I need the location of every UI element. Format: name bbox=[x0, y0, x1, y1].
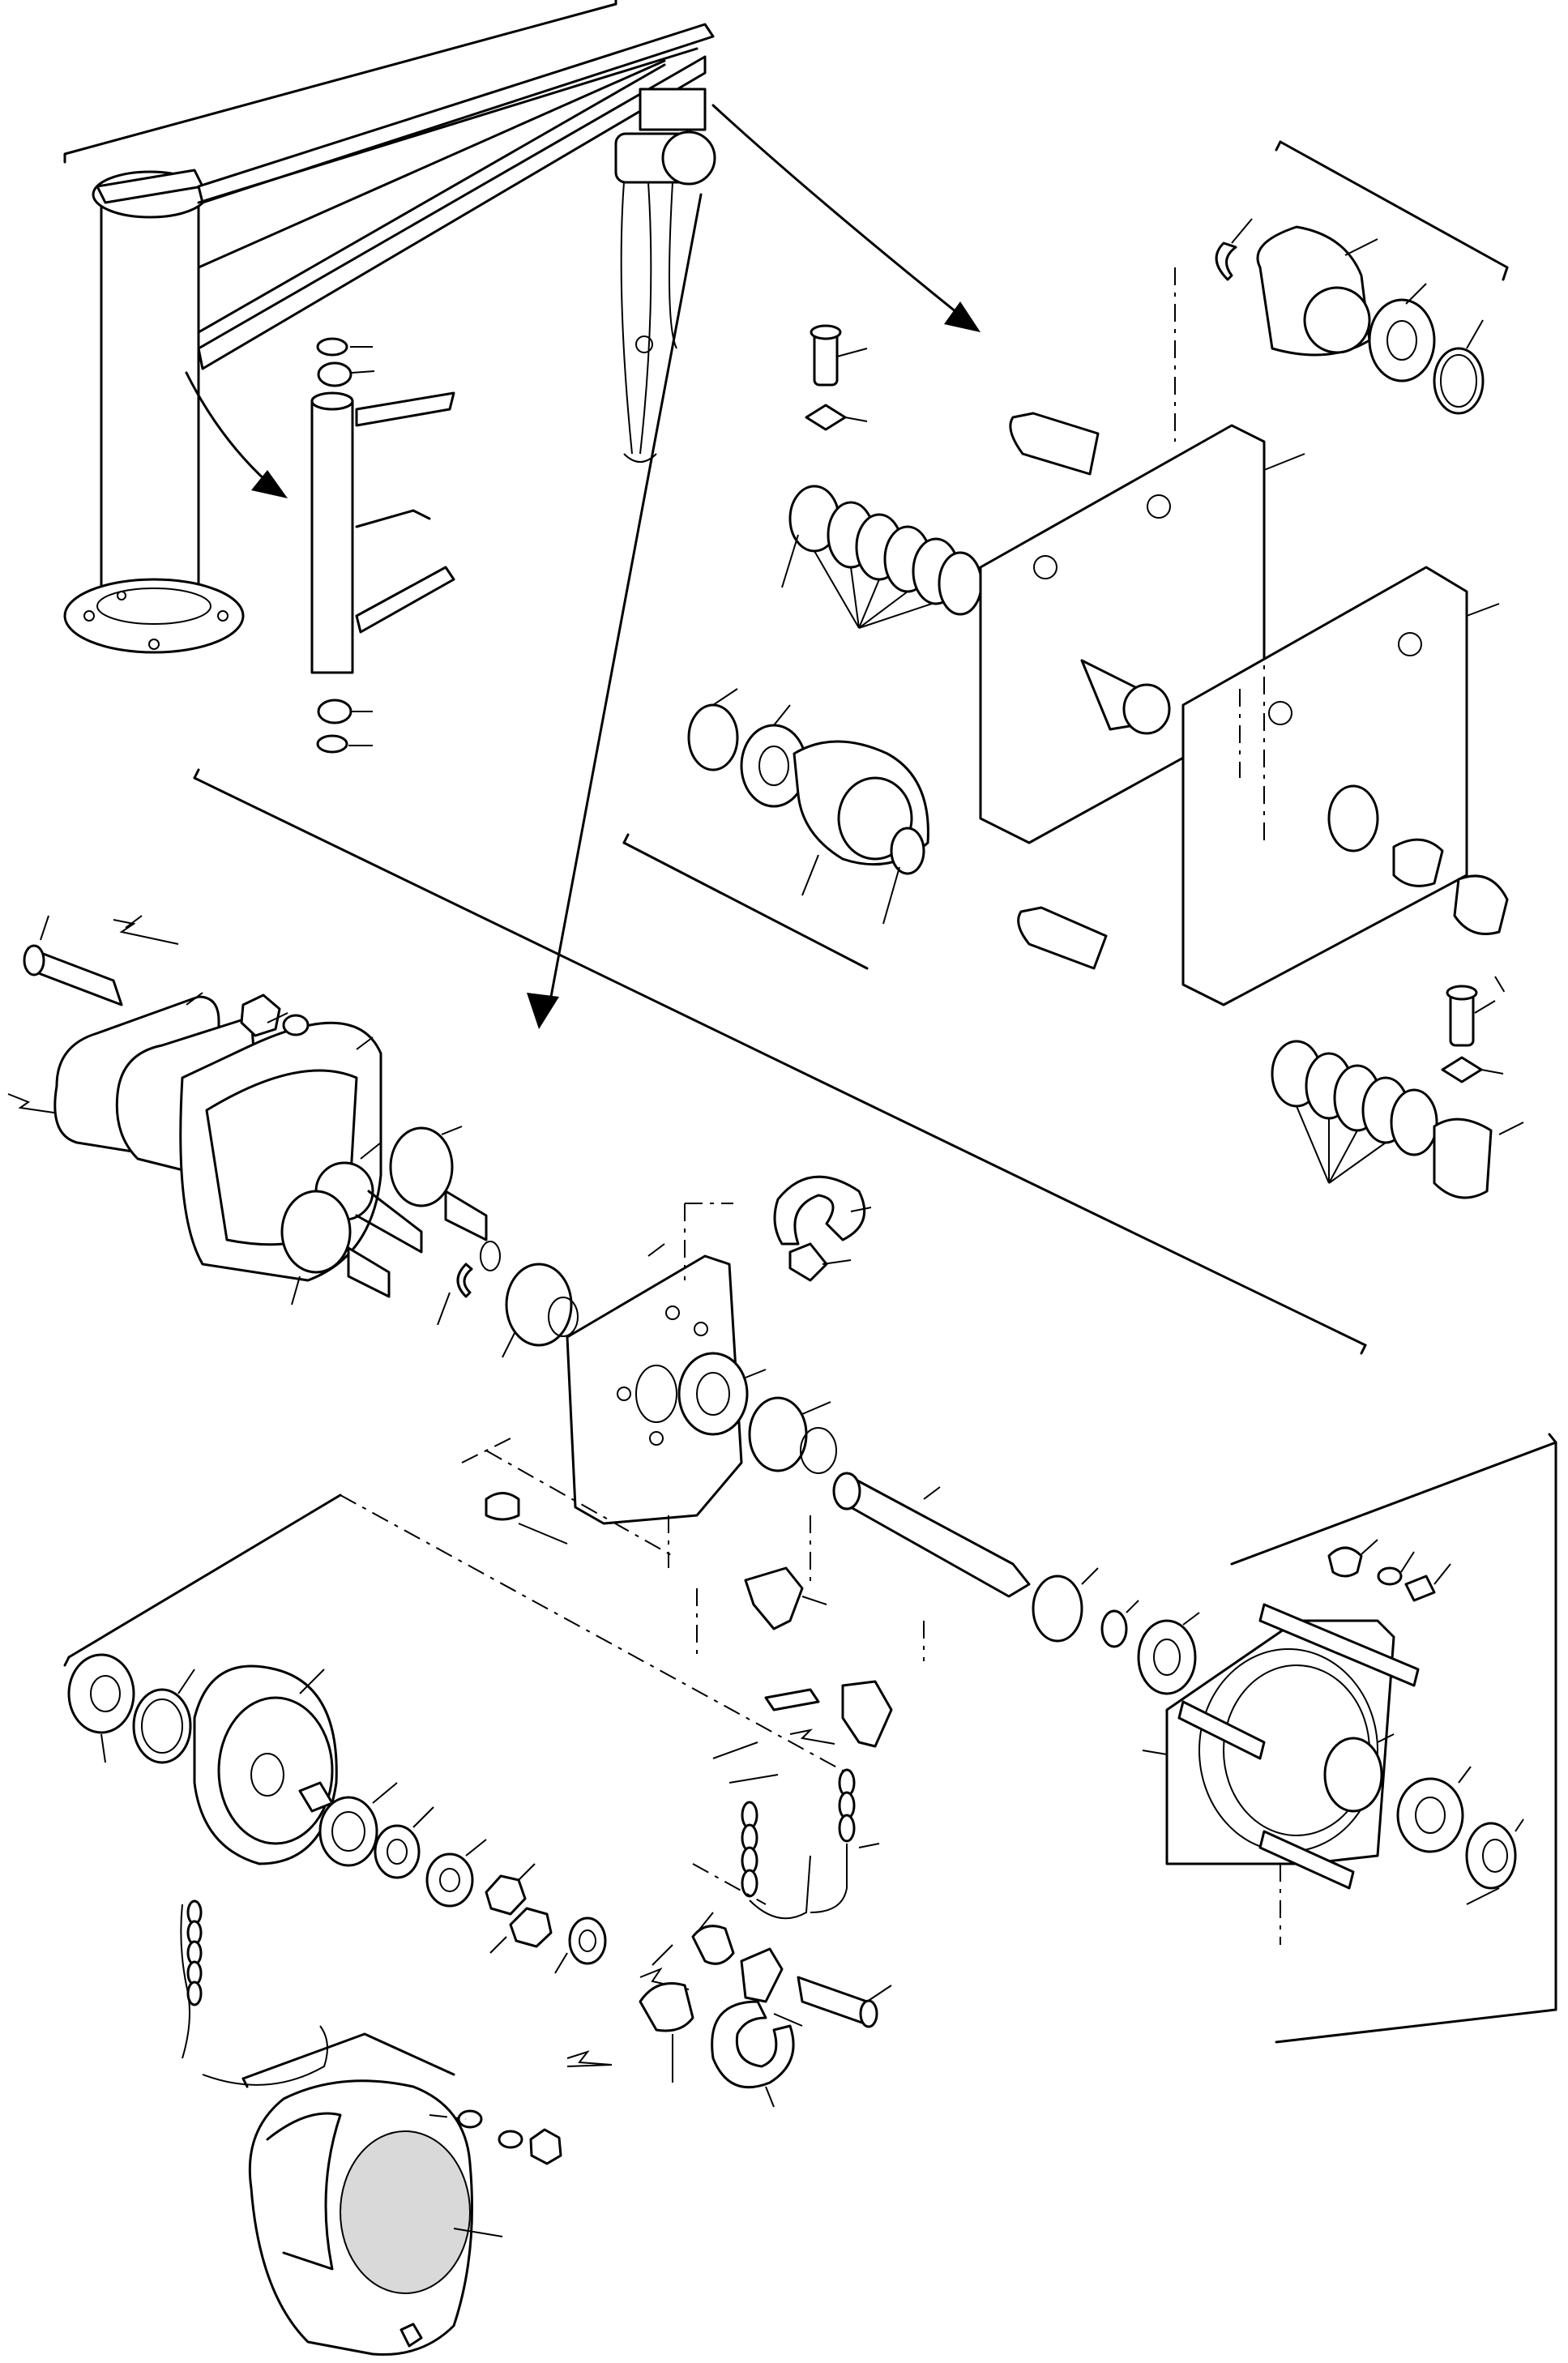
arrow-to-trolley bbox=[713, 105, 956, 312]
cover-washer bbox=[459, 2111, 481, 2127]
lock-washer-a bbox=[806, 405, 845, 429]
pivot-pin bbox=[312, 401, 352, 673]
bushing-d bbox=[1033, 1576, 1082, 1641]
arrow-to-pin bbox=[186, 373, 267, 482]
trolley-bracket-bottom bbox=[624, 843, 867, 968]
tie-rod-b bbox=[1179, 1702, 1264, 1758]
castle-nut-b bbox=[640, 1984, 693, 2032]
side-plate-front bbox=[1183, 567, 1467, 1005]
arm-top bbox=[357, 393, 454, 425]
cotter-pin-e bbox=[567, 2052, 612, 2065]
hoist-wheel bbox=[663, 132, 715, 184]
cover-window bbox=[340, 2131, 470, 2293]
friction-plate bbox=[320, 1797, 377, 1865]
washer-g bbox=[570, 1918, 605, 1963]
trolley-assembly bbox=[624, 142, 1523, 1198]
ratchet-wheel bbox=[1398, 1779, 1463, 1852]
top-bushing bbox=[318, 363, 351, 386]
arm-lower bbox=[357, 567, 454, 632]
nut-c bbox=[1329, 1548, 1361, 1576]
bottom-bushing bbox=[318, 700, 351, 723]
washer-e bbox=[375, 1826, 419, 1878]
nut-e bbox=[693, 1926, 733, 1964]
hex-nut-a bbox=[241, 995, 280, 1036]
cotter-pin-a bbox=[113, 920, 178, 944]
load-chain-assembly bbox=[243, 1681, 891, 2107]
roller-b bbox=[1394, 840, 1442, 886]
axle-stub-a bbox=[1010, 413, 1098, 474]
hoist-bracket-upper bbox=[194, 778, 1365, 1345]
jib-crane-assembly bbox=[65, 0, 981, 1029]
anchor-pin bbox=[766, 1690, 818, 1710]
jib-beam-lower bbox=[199, 57, 705, 369]
bearing-a bbox=[1369, 300, 1434, 381]
brake-disc bbox=[69, 1655, 134, 1733]
washer-c bbox=[1378, 1568, 1401, 1584]
circlip-e bbox=[458, 1264, 472, 1297]
gear-end-assembly bbox=[8, 916, 1029, 1657]
trolley-bracket-top bbox=[1280, 142, 1507, 267]
cap-screw-a bbox=[814, 332, 837, 385]
pivot-pin-set bbox=[312, 339, 454, 752]
bottom-hook bbox=[712, 2002, 793, 2087]
brake-bracket-top bbox=[1232, 1442, 1556, 1564]
handwheel-cover bbox=[250, 2081, 561, 2355]
nut-d bbox=[1406, 1576, 1434, 1600]
gear-spur-b bbox=[391, 1128, 452, 1206]
washer-f bbox=[427, 1854, 472, 1906]
load-wheel-gear bbox=[750, 1398, 806, 1471]
bottom-washer bbox=[318, 736, 347, 752]
handwheel-bracket bbox=[69, 1495, 340, 1657]
cover-bracket-top bbox=[243, 2034, 365, 2079]
star-washer bbox=[486, 1876, 525, 1914]
drive-shaft bbox=[847, 1475, 1029, 1596]
bearing-c bbox=[679, 1353, 747, 1434]
circlip-a bbox=[1216, 243, 1236, 280]
yoke-a bbox=[746, 1568, 802, 1629]
roller-c bbox=[1455, 876, 1507, 934]
circlip-d bbox=[891, 828, 924, 874]
hand-chain bbox=[622, 182, 677, 454]
anchor-block bbox=[843, 1681, 891, 1746]
arrow-to-hoist bbox=[551, 194, 701, 997]
cover-nut bbox=[531, 2130, 561, 2164]
cotter-pin-c bbox=[790, 1730, 835, 1744]
circlip-b bbox=[1434, 348, 1483, 413]
hook-yoke bbox=[741, 1949, 782, 2002]
cover-lock-washer bbox=[499, 2131, 522, 2147]
hook bbox=[636, 336, 652, 353]
cotter-pin-b bbox=[8, 1094, 65, 1114]
lock-washer-b bbox=[1442, 1058, 1481, 1082]
axle-stub-b bbox=[1019, 908, 1106, 968]
tie-rod-a bbox=[1260, 1605, 1418, 1686]
top-hook bbox=[775, 1177, 865, 1244]
gear-pinion-b bbox=[506, 1264, 571, 1345]
nut-b bbox=[486, 1493, 519, 1520]
handwheel-assembly bbox=[65, 1495, 843, 2085]
spring-washer-a bbox=[284, 1015, 308, 1035]
tie-rod-c bbox=[1260, 1831, 1353, 1888]
crane-bracket-line bbox=[65, 4, 616, 162]
brake-end-assembly bbox=[1033, 1434, 1556, 2042]
gear-spur-a bbox=[282, 1191, 350, 1272]
top-washer bbox=[318, 339, 347, 355]
spacer-end bbox=[1434, 1119, 1491, 1198]
ratchet-bushing bbox=[1325, 1738, 1382, 1811]
hand-chain-loop bbox=[181, 1904, 190, 2058]
ratchet-cap bbox=[1467, 1823, 1515, 1888]
cap-screw-b bbox=[1451, 993, 1473, 1045]
washer-d bbox=[1102, 1611, 1126, 1647]
bushing-c bbox=[1329, 786, 1378, 851]
pillar-column bbox=[101, 194, 199, 600]
trolley-block bbox=[640, 89, 705, 130]
castle-nut-a bbox=[511, 1908, 551, 1946]
jib-beam-top bbox=[199, 24, 713, 203]
bearing-d bbox=[1139, 1621, 1195, 1694]
circlip-c bbox=[689, 705, 737, 770]
hook-swivel bbox=[790, 1244, 827, 1280]
pillar-base-plate bbox=[65, 579, 243, 652]
